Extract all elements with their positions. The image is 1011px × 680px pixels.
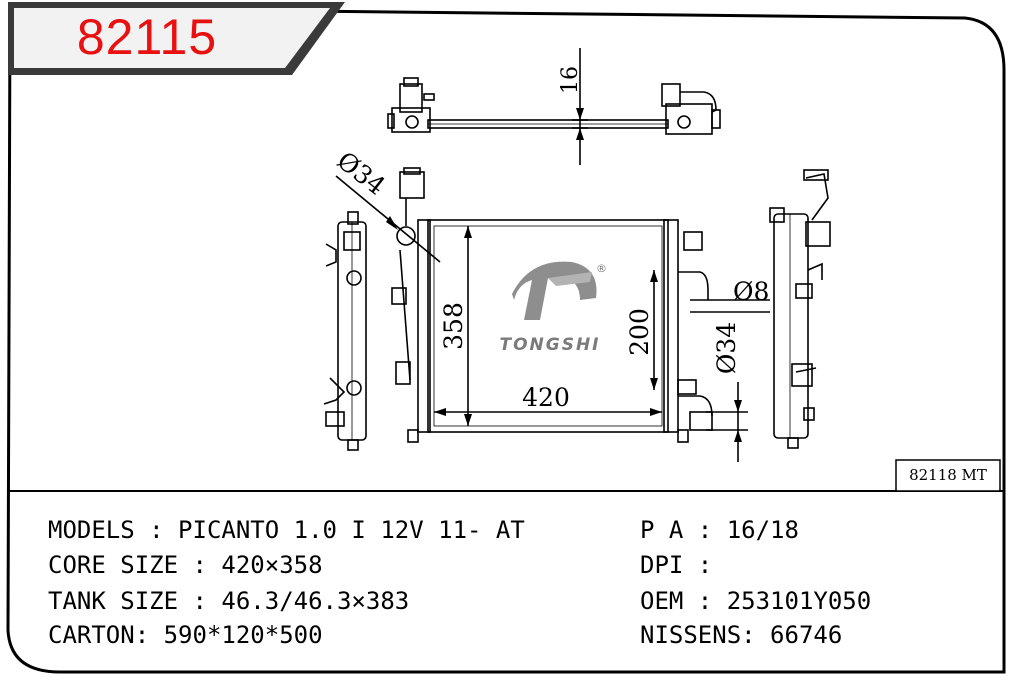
part-number-tab-inner bbox=[14, 8, 330, 68]
core-height-dim: 358 bbox=[439, 302, 468, 350]
outlet-diameter-dim: Ø34 bbox=[712, 322, 741, 374]
side-height-dim: 200 bbox=[625, 308, 654, 356]
core-width-dim: 420 bbox=[522, 383, 570, 412]
brand-logo: TONGSHI ® bbox=[499, 261, 607, 355]
registered-mark: ® bbox=[596, 262, 607, 275]
left-tank-view bbox=[323, 211, 367, 451]
spec-oem: OEM : 253101Y050 bbox=[640, 587, 872, 615]
sheet-frame bbox=[6, 6, 1006, 674]
spec-tank-size: TANK SIZE : 46.3/46.3×383 bbox=[48, 587, 410, 615]
cross-reference-box bbox=[895, 459, 1001, 492]
top-view bbox=[387, 48, 721, 165]
brand-name: TONGSHI bbox=[499, 335, 600, 355]
right-tank-view bbox=[769, 169, 831, 449]
spec-models: MODELS : PICANTO 1.0 I 12V 11- AT bbox=[48, 516, 525, 544]
spec-pa: P A : 16/18 bbox=[640, 516, 799, 544]
spec-dpi: DPI : bbox=[640, 551, 713, 579]
part-number: 82115 bbox=[76, 9, 218, 65]
cross-reference-label: 82118 MT bbox=[909, 466, 987, 484]
small-pipe-dim: Ø8 bbox=[733, 277, 769, 306]
spec-carton: CARTON: 590*120*500 bbox=[48, 621, 323, 649]
spec-nissens: NISSENS: 66746 bbox=[640, 621, 843, 649]
front-view bbox=[335, 167, 770, 462]
inlet-diameter-dim: Ø34 bbox=[332, 146, 391, 201]
top-thickness-dim: 16 bbox=[558, 66, 583, 94]
spec-core-size: CORE SIZE : 420×358 bbox=[48, 551, 323, 579]
